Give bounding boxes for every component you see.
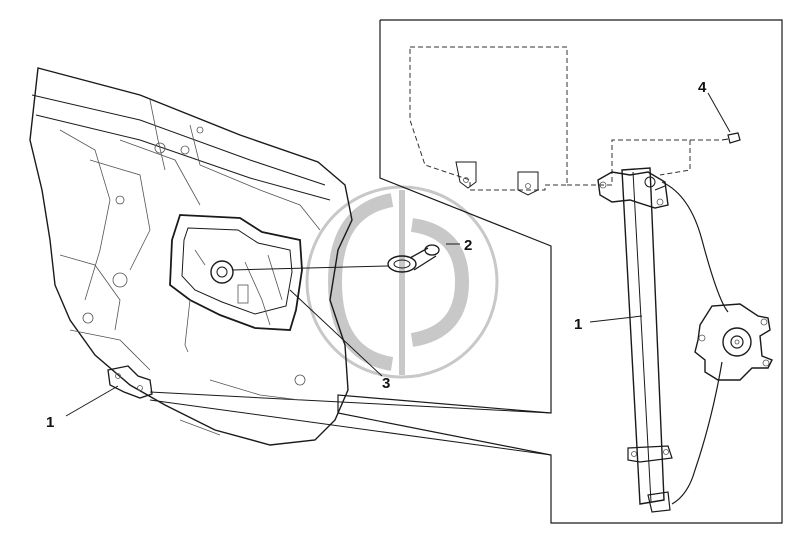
window-regulator-assembly: [597, 167, 773, 513]
connector-lines: [149, 391, 552, 456]
panel-hole-leaders: [231, 265, 389, 377]
watermark-logo: [305, 185, 499, 379]
clip-part: [707, 92, 741, 144]
panel-access-opening: [169, 214, 303, 353]
left-regulator-bracket: [107, 365, 153, 399]
callout-panel-hole: 3: [382, 375, 390, 392]
callout-cap: 2: [464, 237, 472, 254]
door-inner-panel: [29, 67, 353, 446]
callout-leaders: [65, 243, 643, 417]
callout-left-regulator: 1: [46, 414, 54, 431]
callout-clip: 4: [698, 79, 707, 96]
cap-part: [387, 244, 440, 273]
door-glass-outline: [409, 46, 720, 196]
callout-right-regulator: 1: [574, 316, 582, 333]
